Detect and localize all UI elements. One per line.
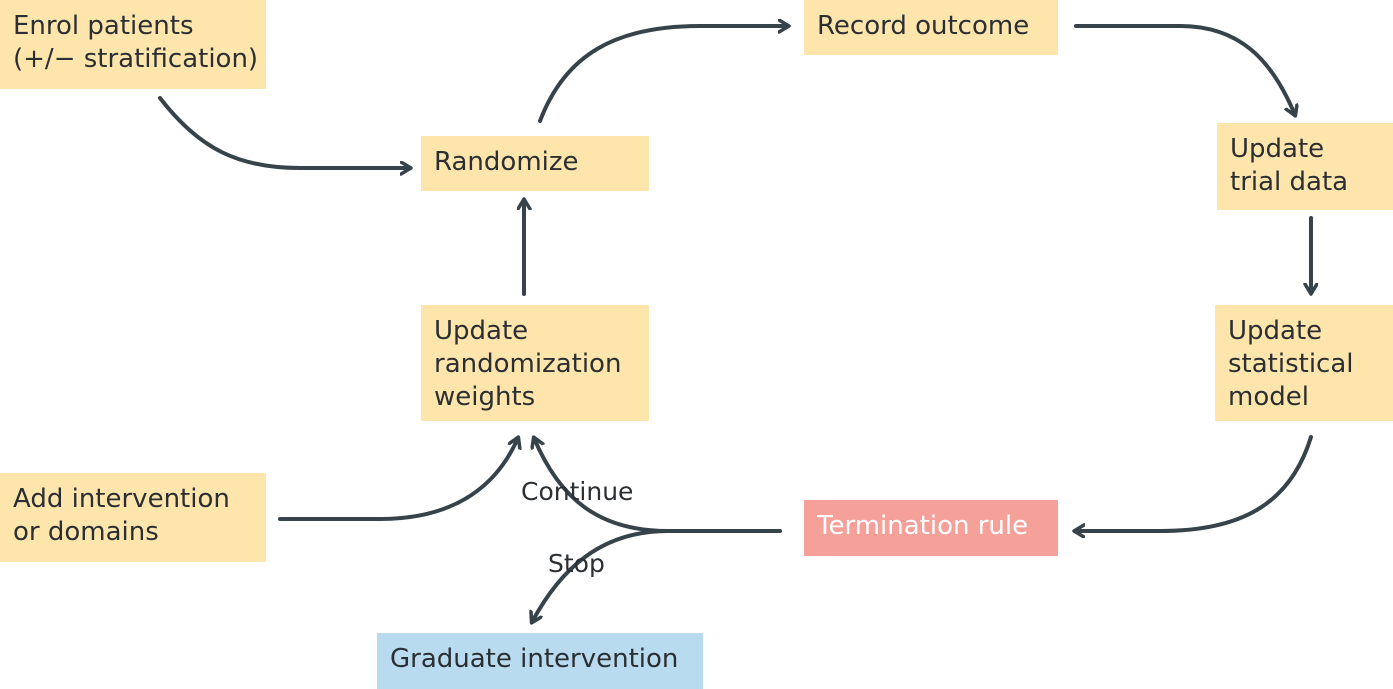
node-trial-line2: trial data: [1230, 167, 1349, 197]
edge-label-stop: Stop: [548, 549, 605, 578]
arrow-add-to-weights: [278, 438, 518, 521]
node-add-intervention: Add intervention or domains: [0, 473, 266, 562]
node-model-line3: model: [1228, 382, 1309, 412]
node-enrol-patients: Enrol patients (+/− stratification): [0, 0, 266, 89]
arrow-randomize-to-record: [538, 26, 788, 123]
arrow-enrol-to-randomize: [158, 96, 410, 168]
node-randomize: Randomize: [421, 136, 649, 191]
node-enrol-line1: Enrol patients: [13, 11, 194, 41]
node-graduate-label: Graduate intervention: [390, 644, 679, 674]
node-record-label: Record outcome: [817, 11, 1030, 41]
arrow-continue-to-weights: [534, 438, 670, 533]
node-weights-line2: randomization: [434, 349, 622, 379]
node-update-randomization-weights: Update randomization weights: [421, 305, 649, 421]
node-termination-rule: Termination rule: [804, 500, 1058, 556]
node-add-line2: or domains: [13, 517, 159, 547]
node-update-trial-data: Update trial data: [1217, 123, 1393, 210]
edge-label-continue: Continue: [521, 477, 634, 506]
node-graduate-intervention: Graduate intervention: [377, 633, 703, 689]
arrow-stop-to-graduate: [532, 529, 670, 622]
node-record-outcome: Record outcome: [804, 0, 1058, 55]
node-model-line2: statistical: [1228, 349, 1354, 379]
node-trial-line1: Update: [1230, 134, 1325, 164]
arrow-model-to-termination: [1075, 435, 1313, 531]
node-termination-label: Termination rule: [817, 511, 1029, 541]
node-model-line1: Update: [1228, 316, 1323, 346]
node-randomize-label: Randomize: [434, 147, 579, 177]
node-update-statistical-model: Update statistical model: [1215, 305, 1393, 421]
arrow-record-to-trial: [1074, 24, 1295, 115]
node-enrol-line2: (+/− stratification): [13, 44, 259, 74]
node-add-line1: Add intervention: [13, 484, 230, 514]
node-weights-line3: weights: [434, 382, 536, 412]
node-weights-line1: Update: [434, 316, 529, 346]
